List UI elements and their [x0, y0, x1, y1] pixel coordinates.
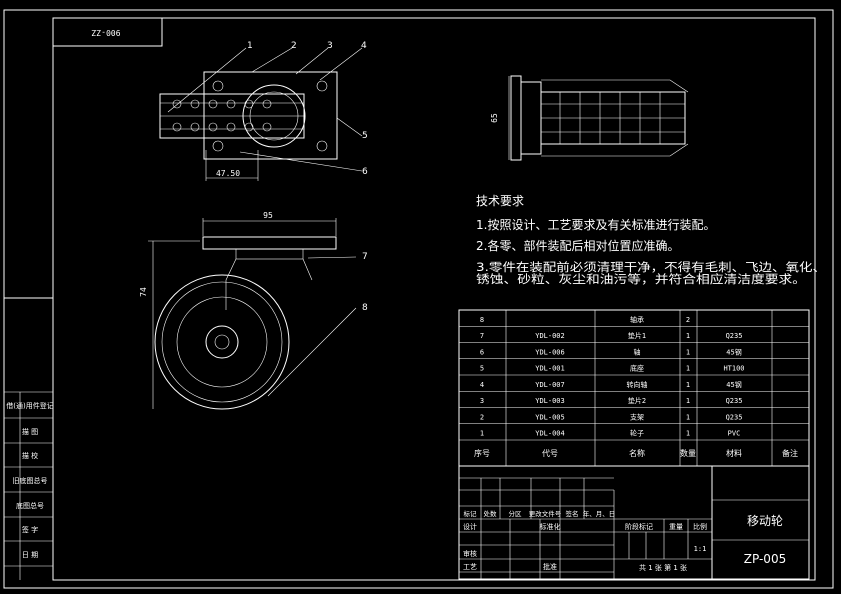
- bom-cell-name: 垫片1: [628, 331, 646, 340]
- bom-cell-no: 3: [480, 397, 484, 405]
- bom-cell-mat: Q235: [726, 413, 743, 421]
- bom-cell-qty: 1: [686, 381, 690, 389]
- role-label: 标准化: [540, 522, 561, 531]
- tech-req-item: 1.按照设计、工艺要求及有关标准进行装配。: [476, 218, 715, 232]
- bom-cell-mat: PVC: [728, 430, 741, 438]
- bom-header-mat: 材料: [726, 448, 742, 458]
- bom-header-note: 备注: [782, 448, 798, 458]
- bom-cell-qty: 1: [686, 365, 690, 373]
- technical-requirements: 技术要求 1.按照设计、工艺要求及有关标准进行装配。 2.各零、部件装配后相对位…: [476, 194, 826, 286]
- rev-col-label: 更改文件号: [529, 509, 562, 518]
- bom-cell-name: 支架: [630, 412, 644, 421]
- role-label: 审核: [463, 549, 477, 558]
- tech-req-item: 锈蚀、砂粒、灰尘和油污等，并符合相应清洁度要求。: [476, 272, 806, 286]
- part-label: 8: [362, 303, 368, 313]
- bom-header-name: 名称: [629, 448, 645, 458]
- part-label: 3: [327, 41, 333, 51]
- bom-cell-code: YDL-006: [535, 348, 565, 356]
- stamp-label: 底图总号: [16, 501, 44, 510]
- bom-cell-name: 轴承: [630, 315, 644, 324]
- side-view: 65: [490, 75, 689, 161]
- rev-col-label: 年、月、日: [583, 509, 616, 518]
- bom-cell-mat: 45钢: [726, 347, 741, 356]
- role-label: 工艺: [463, 563, 477, 571]
- bom-cell-name: 轮子: [630, 429, 644, 438]
- bom-cell-name: 底座: [630, 364, 644, 373]
- bom-cell-mat: HT100: [723, 365, 744, 373]
- role-label: 设计: [463, 522, 477, 531]
- role-label: 批准: [543, 562, 557, 571]
- rev-col-label: 分区: [509, 509, 523, 518]
- part-name: 移动轮: [747, 514, 783, 528]
- stage-col-label: 重量: [669, 523, 683, 531]
- bom-cell-qty: 2: [686, 316, 690, 324]
- part-label: 4: [361, 41, 367, 51]
- bom-cell-code: YDL-003: [535, 397, 565, 405]
- dim-height-side: 65: [490, 113, 499, 123]
- bom-cell-no: 6: [480, 348, 484, 356]
- svg-text:900-ZZ: 900-ZZ: [91, 28, 120, 37]
- title-block: 标记 处数 分区 更改文件号 签名 年、月、日 设计 标准化 审核 工艺 批准 …: [458, 465, 810, 580]
- bom-cell-name: 轴: [634, 347, 641, 356]
- left-stamp-column: 借(通)用件登记 描 图 描 校 旧底图总号 底图总号 签 字 日 期: [4, 297, 54, 580]
- stamp-label: 签 字: [22, 525, 38, 534]
- bom-cell-qty: 1: [686, 430, 690, 438]
- bom-header-code: 代号: [542, 448, 558, 458]
- bom-cell-name: 垫片2: [628, 396, 646, 405]
- bom-cell-no: 5: [480, 365, 484, 373]
- part-label: 1: [247, 41, 253, 51]
- rev-col-label: 签名: [566, 509, 579, 518]
- bom-cell-no: 7: [480, 332, 484, 340]
- part-label: 7: [362, 252, 368, 262]
- drawing-number: ZP-005: [744, 552, 786, 566]
- outer-frame: [3, 9, 834, 589]
- bom-cell-code: YDL-004: [535, 430, 565, 438]
- bom-cell-no: 2: [480, 413, 484, 421]
- dim-width-a: 47.50: [216, 169, 240, 178]
- bom-cell-qty: 1: [686, 348, 690, 356]
- stamp-label: 旧底图总号: [13, 476, 48, 485]
- bom-cell-mat: Q235: [726, 332, 743, 340]
- tech-req-title: 技术要求: [476, 194, 524, 208]
- stage-col-label: 阶段标记: [625, 522, 653, 531]
- stage-col-label: 比例: [693, 522, 707, 531]
- rev-col-label: 处数: [484, 509, 498, 518]
- bom-cell-code: YDL-007: [535, 381, 565, 389]
- stamp-label: 描 图: [22, 427, 38, 436]
- bom-cell-code: YDL-002: [535, 332, 565, 340]
- scale-value: 1:1: [694, 545, 707, 553]
- bom-cell-code: YDL-001: [535, 365, 565, 373]
- stamp-label: 描 校: [22, 451, 38, 460]
- bom-header-qty: 数量: [680, 448, 696, 458]
- bom-cell-name: 转向轴: [627, 380, 648, 389]
- code-box: 900-ZZ: [52, 17, 163, 47]
- front-view: 95 74 7 8: [139, 211, 368, 410]
- rev-col-label: 标记: [464, 509, 478, 518]
- part-label: 6: [362, 167, 368, 177]
- dim-width-main: 95: [263, 211, 273, 220]
- top-view: 47.50 1 2 3 4 5 6: [159, 41, 368, 181]
- part-label: 2: [291, 41, 297, 51]
- bom-header-no: 序号: [474, 448, 490, 458]
- bom-cell-mat: 45钢: [726, 380, 741, 389]
- dim-height-main: 74: [139, 287, 148, 297]
- bom-cell-code: YDL-005: [535, 413, 565, 421]
- bom-cell-qty: 1: [686, 332, 690, 340]
- bom-cell-qty: 1: [686, 413, 690, 421]
- part-label: 5: [362, 131, 368, 141]
- bom-cell-mat: Q235: [726, 397, 743, 405]
- stamp-label: 日 期: [22, 551, 38, 559]
- stamp-label: 借(通)用件登记: [6, 401, 53, 410]
- inner-frame: [52, 17, 816, 581]
- tech-req-item: 2.各零、部件装配后相对位置应准确。: [476, 238, 679, 253]
- bom-cell-qty: 1: [686, 397, 690, 405]
- sheet-count: 共 1 张 第 1 张: [639, 563, 687, 572]
- bom-cell-no: 8: [480, 316, 484, 324]
- bom-cell-no: 4: [480, 381, 484, 389]
- bom-cell-no: 1: [480, 430, 484, 438]
- tech-req-item: 3.零件在装配前必须清理干净，不得有毛刺、飞边、氧化、: [476, 260, 826, 274]
